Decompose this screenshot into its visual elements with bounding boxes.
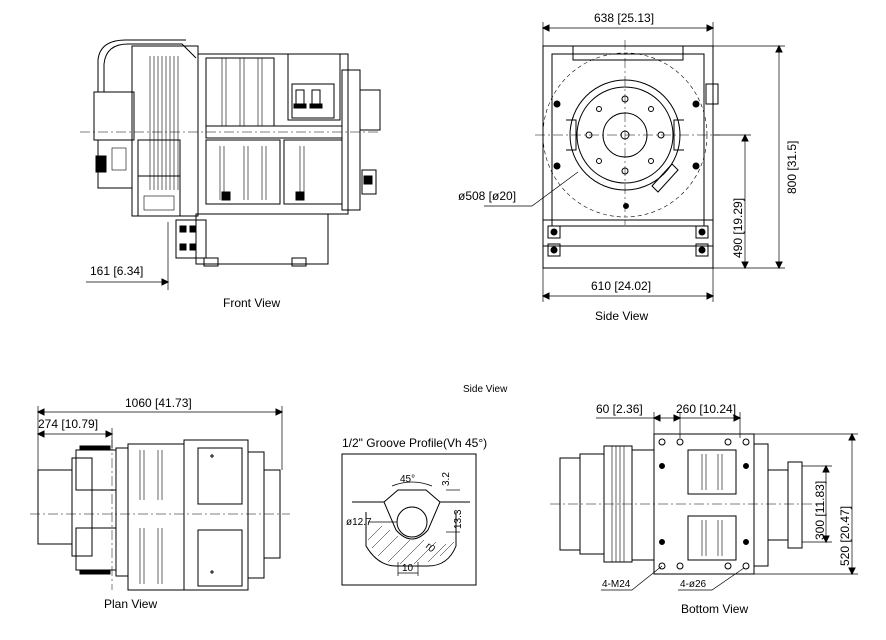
groove-width: 10 [402, 563, 414, 574]
bottom-bolt-note: 4-M24 [602, 579, 631, 590]
bottom-spacing-dim: 260 [10.24] [676, 402, 736, 416]
groove-depth: 13.3 [453, 509, 464, 529]
side-center-dim: 490 [19.29] [731, 198, 745, 258]
bottom-outer-dim: 520 [20.47] [838, 506, 852, 566]
bottom-edge-dim: 60 [2.36] [596, 402, 643, 416]
front-view-title: Front View [223, 296, 280, 310]
bottom-hole-note: 4-ø26 [680, 579, 707, 590]
side-view: 638 [25.13] 610 [24.02] 800 [31.5] 490 [… [458, 11, 799, 323]
front-view: 161 [6.34] Front View [80, 39, 381, 310]
bottom-inner-dim: 300 [11.83] [813, 481, 827, 540]
groove-rope-dia: ø12.7 [346, 517, 372, 528]
groove-frame [341, 453, 477, 586]
bottom-view-title: Bottom View [681, 602, 748, 616]
plan-view: 1060 [41.73] 274 [10.79] Plan View [30, 396, 290, 611]
side-top-dim: 638 [25.13] [594, 11, 654, 25]
groove-angle: 45° [400, 474, 415, 485]
groove-title: 1/2" Groove Profile(Vh 45°) [342, 436, 487, 450]
plan-offset-dim: 274 [10.79] [38, 417, 98, 431]
bottom-view: 60 [2.36] 260 [10.24] 300 [11.83] 520 [2… [550, 402, 858, 616]
side-view-title: Side View [595, 309, 648, 323]
groove-profile: 1/2" Groove Profile(Vh 45°) Side View 45… [341, 384, 508, 586]
plan-length-dim: 1060 [41.73] [125, 396, 192, 410]
side-bottom-dim: 610 [24.02] [591, 279, 651, 293]
front-offset-dim: 161 [6.34] [90, 264, 143, 278]
side-sheave-dim: ø508 [ø20] [458, 189, 516, 203]
side-height-dim: 800 [31.5] [785, 141, 799, 194]
groove-stray-text: Side View [463, 384, 508, 395]
plan-view-title: Plan View [104, 597, 157, 611]
groove-small-depth: 3.2 [441, 472, 452, 486]
